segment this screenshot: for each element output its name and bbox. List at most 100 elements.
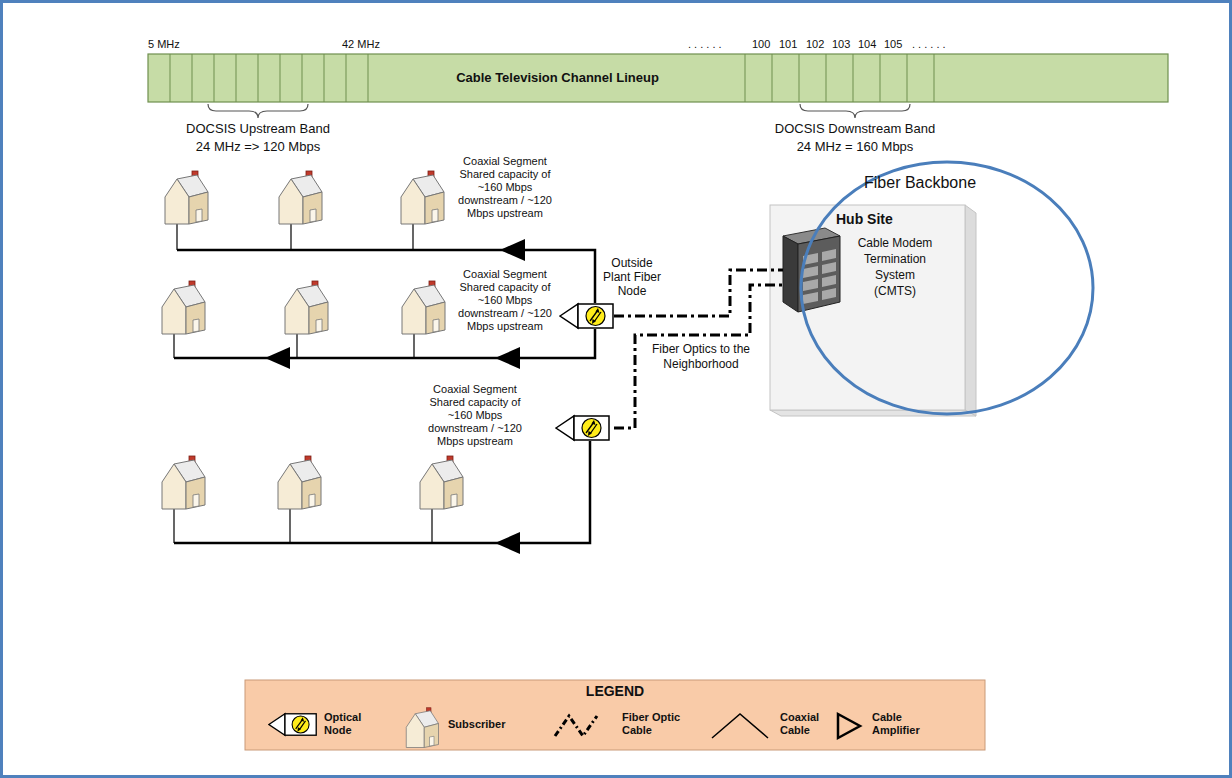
- ellipsis: . . . . . .: [688, 38, 722, 51]
- subscriber-houses: [278, 456, 321, 509]
- node-title: Hub Site: [836, 211, 893, 228]
- cmts-icon: [798, 236, 840, 312]
- subscriber-drops: [290, 222, 291, 250]
- coaxial-cable: [174, 250, 595, 543]
- coaxial-cable: [174, 329, 595, 358]
- optical-nodes: [556, 304, 613, 440]
- channel-number: 100: [752, 38, 770, 51]
- cmts-icon: [803, 266, 818, 278]
- subscriber-drops: [174, 222, 432, 543]
- channel-band-cells: [280, 54, 281, 102]
- legend-box: [712, 714, 768, 738]
- frequency-label: 42 MHz: [342, 38, 380, 51]
- band-label: DOCSIS Upstream Band: [178, 121, 338, 137]
- cmts-icon: [803, 249, 836, 304]
- hub-site-enclosure: [965, 205, 976, 416]
- hub-site-enclosure: [770, 205, 965, 410]
- coaxial-cable: [174, 441, 590, 543]
- node-body: Cable Modem Termination System (CMTS): [856, 235, 934, 299]
- fiber-backbone-ellipse: Fiber Backbone: [799, 160, 1095, 416]
- legend-text: Optical Node: [324, 711, 376, 737]
- cmts-icon: [803, 292, 818, 304]
- channel-band-cells: [346, 54, 347, 102]
- legend-text: Coaxial Cable: [780, 711, 830, 737]
- cmts-icon: [803, 279, 818, 291]
- optical-nodes: [560, 304, 613, 328]
- band-rate: 24 MHz = 160 Mbps: [770, 139, 940, 155]
- subscriber-houses: [402, 281, 445, 334]
- ellipsis: . . . . . .: [912, 38, 946, 51]
- channel-band-cells: [236, 54, 237, 102]
- subscriber-houses: [279, 171, 322, 224]
- channel-number: 104: [858, 38, 876, 51]
- subscriber-houses: [162, 171, 463, 509]
- subscriber-drops: [431, 507, 432, 543]
- channel-band-cells: [148, 54, 1168, 102]
- channel-band-cells: [826, 54, 827, 102]
- fiber-optic-cable: [614, 285, 783, 428]
- fiber-label: Fiber Optics to the Neighborhood: [642, 342, 760, 372]
- channel-band-cells: [934, 54, 935, 102]
- channel-number: 105: [884, 38, 902, 51]
- hub-site-enclosure: [770, 205, 976, 416]
- cable-amplifiers: [265, 347, 290, 369]
- optical-nodes: [556, 416, 609, 440]
- channel-band-cells: [772, 54, 773, 102]
- legend-box: [555, 716, 597, 736]
- ellipse-outline: [801, 162, 1093, 414]
- segment-note: Coaxial Segment Shared capacity of ~160 …: [448, 268, 562, 333]
- subscriber-houses: [162, 456, 205, 509]
- segment-note: Coaxial Segment Shared capacity of ~160 …: [418, 383, 532, 448]
- channel-band-cells: [170, 54, 171, 102]
- subscriber-houses: [401, 171, 444, 224]
- channel-band-cells: [192, 54, 193, 102]
- channel-band-cells: [907, 54, 908, 102]
- channel-band-cells: [745, 54, 746, 102]
- channel-number: 101: [779, 38, 797, 51]
- cable-amplifiers: [495, 347, 520, 369]
- channel-band-cells: [799, 54, 800, 102]
- node-label: Outside Plant Fiber Node: [600, 256, 664, 298]
- legend-box: [269, 714, 316, 735]
- legend-title: LEGEND: [565, 683, 665, 700]
- subscriber-drops: [296, 332, 297, 358]
- node-title: Fiber Backbone: [864, 173, 976, 192]
- band-brackets: [208, 104, 910, 118]
- cmts-icon: [822, 275, 836, 287]
- cmts-icon: [822, 262, 836, 274]
- channel-band-cells: [302, 54, 303, 102]
- cmts-icon: [822, 288, 836, 300]
- hub-site-box: Hub SiteCable Modem Termination System (…: [770, 205, 965, 410]
- legend-box: [838, 714, 860, 738]
- subscriber-drops: [412, 222, 413, 250]
- channel-band-cells: [214, 54, 215, 102]
- legend-text: Subscriber: [448, 718, 505, 731]
- node-title: Cable Television Channel Lineup: [370, 54, 745, 102]
- cable-amplifiers: [500, 239, 525, 261]
- channel-band-cells: [853, 54, 854, 102]
- channel-band-cells: [258, 54, 259, 102]
- channel-band-cells: [170, 54, 934, 102]
- subscriber-houses: [420, 456, 463, 509]
- band-label: DOCSIS Downstream Band: [770, 121, 940, 137]
- segment-note: Coaxial Segment Shared capacity of ~160 …: [448, 155, 562, 220]
- cmts-icon: [822, 249, 836, 261]
- channel-band: Cable Television Channel Lineup: [148, 54, 1168, 106]
- band-rate: 24 MHz => 120 Mbps: [178, 139, 338, 155]
- subscriber-houses: [285, 281, 328, 334]
- cable-amplifiers: [495, 532, 520, 554]
- channel-band-cells: [148, 54, 1168, 102]
- subscriber-houses: [165, 171, 208, 224]
- channel-band-cells: [880, 54, 881, 102]
- legend-box: [245, 680, 985, 750]
- cmts-icon: [783, 236, 798, 312]
- frequency-label: 5 MHz: [148, 38, 180, 51]
- subscriber-drops: [413, 332, 414, 358]
- legend-text: Cable Amplifier: [872, 711, 934, 737]
- subscriber-drops: [173, 332, 174, 358]
- band-brackets: [208, 104, 308, 118]
- subscriber-houses: [162, 281, 205, 334]
